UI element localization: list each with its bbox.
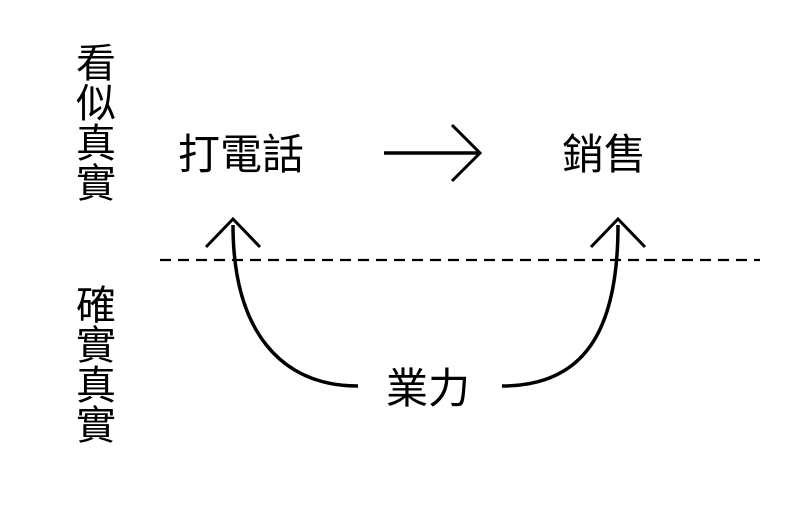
node-karma: 業力 xyxy=(386,364,471,413)
curve-force-to-call xyxy=(231,224,359,388)
label-truly-real: 確實真實 xyxy=(69,284,115,444)
curve-force-to-sales xyxy=(501,224,620,388)
arrowhead-up-sales xyxy=(589,216,647,249)
node-sales: 銷售 xyxy=(562,130,647,179)
node-make-call: 打電話 xyxy=(178,130,305,179)
arrow-call-to-sales-head xyxy=(450,123,483,183)
label-seemingly-real: 看似真實 xyxy=(69,42,115,202)
arrowhead-up-call xyxy=(204,216,262,249)
